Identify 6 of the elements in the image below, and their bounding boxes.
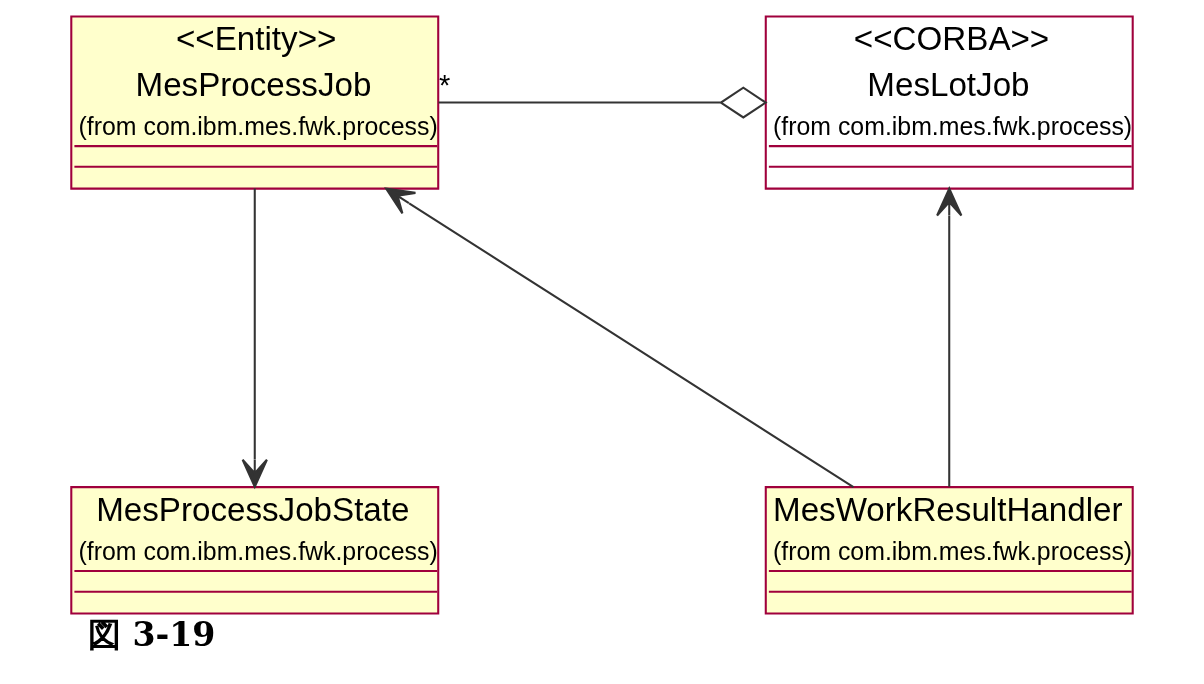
arrow — [385, 187, 855, 488]
connector — [438, 86, 768, 119]
arrow — [936, 187, 963, 487]
edge-label: * — [439, 68, 451, 101]
arrow — [241, 188, 268, 488]
caption: 図 3-19 — [87, 615, 216, 655]
